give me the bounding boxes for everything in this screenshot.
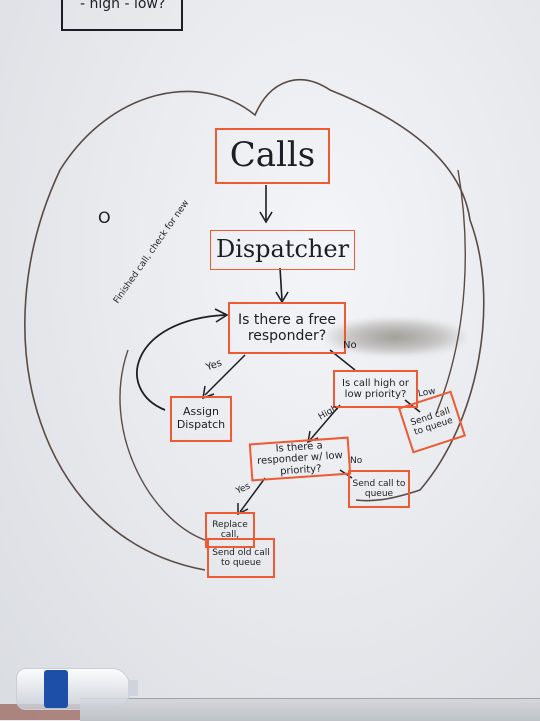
- top-note-text: - high - low?: [80, 0, 166, 12]
- calls-box: Calls: [215, 128, 330, 184]
- arrow-yes-assign: [204, 354, 246, 396]
- replace-call-box: Replace call,: [205, 512, 255, 548]
- marker-tray: [80, 698, 540, 721]
- low-queue-loop-line: [435, 169, 466, 415]
- outer-loop-line: [24, 79, 485, 571]
- water-bottle: [16, 668, 130, 710]
- send-call-queue-box-2: Send call to queue: [348, 470, 410, 508]
- arrow-no-queue: [339, 469, 353, 479]
- send-old-call-box: Send old call to queue: [207, 538, 275, 578]
- call-priority-box: Is call high or low priority?: [333, 370, 418, 408]
- arrow-high: [309, 404, 341, 441]
- eraser-smudge: [325, 318, 465, 356]
- bottle-cap: [128, 680, 138, 696]
- no-label-1: No: [343, 340, 357, 351]
- arrow-finished-call: [136, 314, 226, 411]
- replace-loop-line: [119, 349, 206, 541]
- assign-dispatch-box: Assign Dispatch: [170, 396, 232, 442]
- low-priority-responder-box: Is there a responder w/ low priority?: [248, 436, 352, 482]
- stray-mark: O: [98, 208, 111, 227]
- top-note-box-outline: [61, 0, 183, 31]
- bottle-label: [44, 670, 68, 708]
- no-label-2: No: [350, 456, 363, 466]
- dispatcher-box: Dispatcher: [210, 230, 355, 270]
- arrow-yes-replace: [239, 477, 266, 513]
- arrow-dispatcher-question: [279, 267, 283, 301]
- free-responder-box: Is there a free responder?: [228, 302, 346, 354]
